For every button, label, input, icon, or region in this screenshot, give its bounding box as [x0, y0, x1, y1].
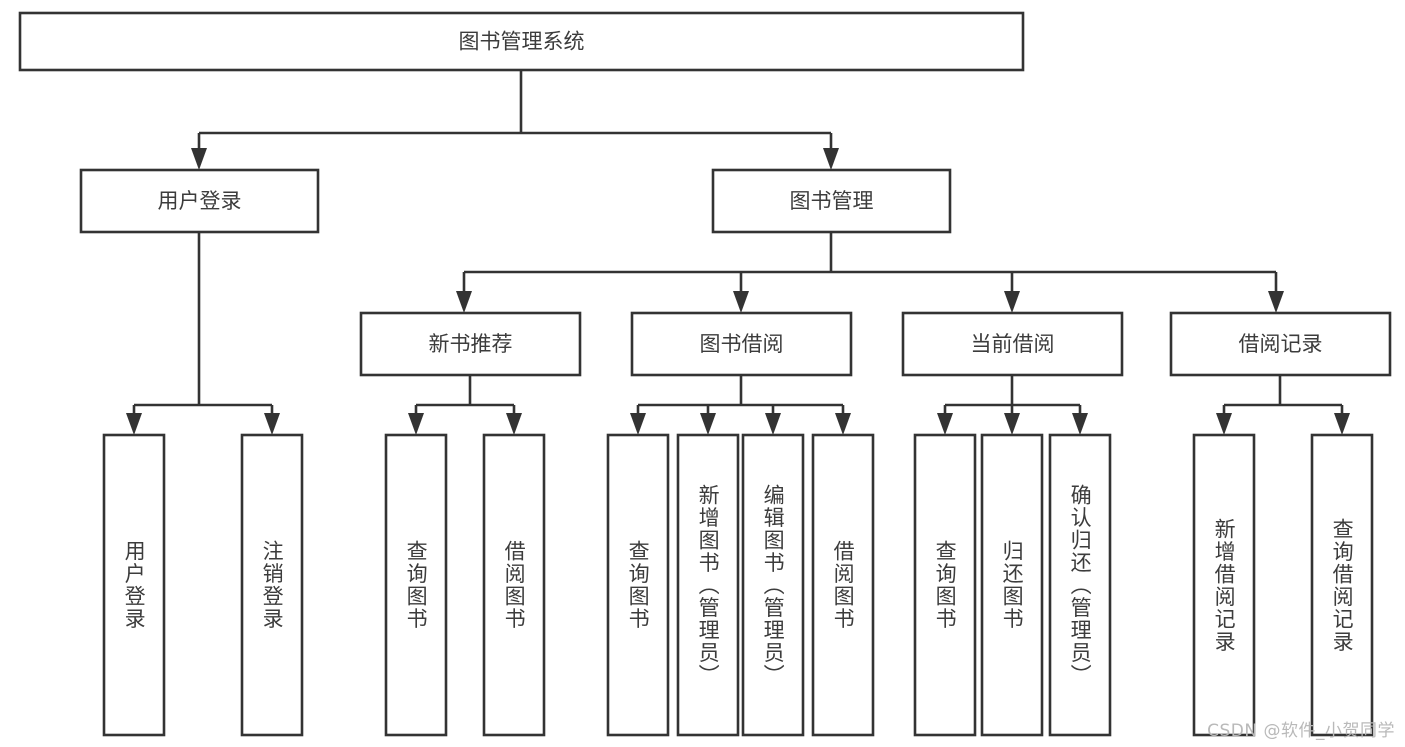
arrow-head-icon: [765, 413, 781, 435]
arrow-head-icon: [1004, 413, 1020, 435]
arrow-head-icon: [1004, 291, 1020, 313]
watermark-text: CSDN @软件_小贺同学: [1207, 721, 1395, 741]
connector-conn-book-borrow: [630, 375, 851, 435]
node-box-leaf-query-borrow-record[interactable]: [1310, 433, 1374, 737]
arrow-head-icon: [630, 413, 646, 435]
node-box-book-borrow[interactable]: [630, 311, 853, 377]
arrow-head-icon: [456, 291, 472, 313]
arrow-head-icon: [126, 413, 142, 435]
connector-conn-borrow-record: [1216, 375, 1350, 435]
node-box-leaf-query-book-borrow[interactable]: [606, 433, 670, 737]
node-box-leaf-user-login[interactable]: [102, 433, 166, 737]
node-box-leaf-borrow-book-recommend[interactable]: [482, 433, 546, 737]
node-label-borrow-record: 借阅记录: [1239, 332, 1323, 356]
arrow-head-icon: [835, 413, 851, 435]
arrow-head-icon: [408, 413, 424, 435]
node-box-leaf-add-book[interactable]: [676, 433, 740, 737]
boxes-layer: [18, 11, 1392, 737]
node-label-book-management: 图书管理: [790, 189, 874, 213]
connectors-layer: [126, 70, 1350, 435]
arrow-head-icon: [700, 413, 716, 435]
arrow-head-icon: [191, 148, 207, 170]
node-box-leaf-add-borrow-record[interactable]: [1192, 433, 1256, 737]
connector-conn-root: [191, 70, 839, 170]
arrow-head-icon: [937, 413, 953, 435]
node-label-book-borrow: 图书借阅: [700, 332, 784, 356]
node-label-current-borrow: 当前借阅: [971, 332, 1055, 356]
node-box-user-login[interactable]: [79, 168, 320, 234]
node-box-book-management[interactable]: [711, 168, 952, 234]
arrow-head-icon: [1334, 413, 1350, 435]
node-box-new-book-recommend[interactable]: [359, 311, 582, 377]
connector-conn-current-borrow: [937, 375, 1088, 435]
arrow-head-icon: [1268, 291, 1284, 313]
arrow-head-icon: [264, 413, 280, 435]
node-box-leaf-user-logout[interactable]: [240, 433, 304, 737]
node-box-leaf-edit-book[interactable]: [741, 433, 805, 737]
node-box-borrow-record[interactable]: [1169, 311, 1392, 377]
node-box-leaf-return-book[interactable]: [980, 433, 1044, 737]
node-box-current-borrow[interactable]: [901, 311, 1124, 377]
node-box-root[interactable]: [18, 11, 1025, 72]
node-label-new-book-recommend: 新书推荐: [429, 332, 513, 356]
node-box-leaf-confirm-return[interactable]: [1048, 433, 1112, 737]
node-box-leaf-query-book-current[interactable]: [913, 433, 977, 737]
node-label-root: 图书管理系统: [459, 30, 585, 54]
connector-conn-user-login: [126, 232, 280, 435]
arrow-head-icon: [1216, 413, 1232, 435]
arrow-head-icon: [506, 413, 522, 435]
node-box-leaf-borrow-book[interactable]: [811, 433, 875, 737]
connector-conn-new-book-recommend: [408, 375, 522, 435]
arrow-head-icon: [733, 291, 749, 313]
node-label-user-login: 用户登录: [158, 189, 242, 213]
arrow-head-icon: [823, 148, 839, 170]
node-box-leaf-query-book-recommend[interactable]: [384, 433, 448, 737]
arrow-head-icon: [1072, 413, 1088, 435]
connector-conn-book-management: [456, 232, 1284, 313]
